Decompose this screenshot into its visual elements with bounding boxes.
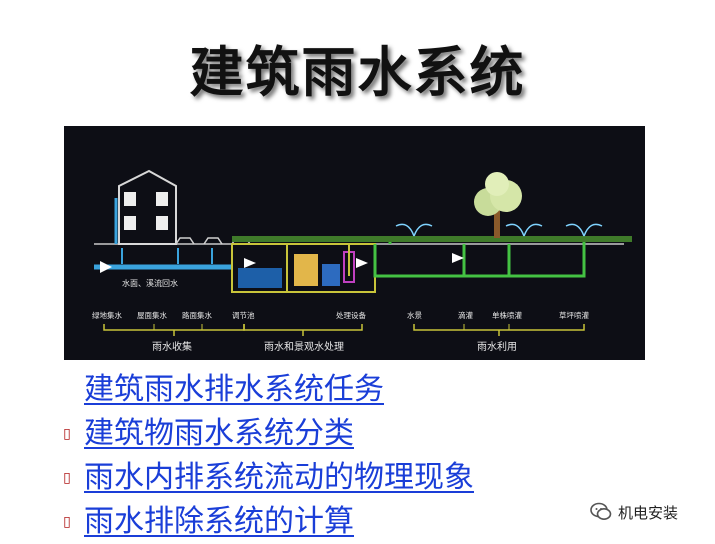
label-road: 路面集水 (182, 310, 212, 320)
link-physics[interactable]: 雨水内排系统流动的物理现象 (84, 460, 474, 495)
label-drip: 滴灌 (458, 310, 473, 320)
left-flow-text: 水面、溪流回水 (122, 278, 178, 288)
building-icon (118, 169, 177, 245)
flow-arrow-3 (356, 258, 368, 268)
distribution-pipe (373, 238, 586, 278)
list-item: ▯ 建筑物雨水系统分类 (60, 412, 700, 456)
label-single: 单株喷灌 (492, 310, 522, 320)
group-treat: 雨水和景观水处理 (264, 341, 344, 353)
label-lawn: 草坪喷灌 (559, 310, 589, 320)
diagram-canvas: 水面、溪流回水 (92, 169, 632, 353)
flow-arrow-1 (100, 261, 112, 273)
list-item: ▯ 雨水排除系统的计算 (60, 500, 700, 544)
label-green: 绿地集水 (92, 310, 122, 320)
settle-unit (322, 264, 340, 286)
filter-unit (294, 254, 318, 286)
grass-strip (232, 236, 632, 242)
diagram-labels: 绿地集水 屋面集水 路面集水 调节池 处理设备 水景 滴灌 单株喷灌 草坪喷灌 (92, 310, 589, 320)
list-item: ▯ 雨水内排系统流动的物理现象 (60, 456, 700, 500)
watermark-text: 机电安装 (618, 503, 679, 522)
label-waterscape: 水景 (407, 310, 422, 320)
slide-title: 建筑雨水系统 (189, 41, 526, 104)
link-classification[interactable]: 建筑物雨水系统分类 (84, 416, 354, 451)
flow-arrow-2 (244, 258, 256, 268)
wechat-icon (590, 502, 612, 520)
tank-water (238, 268, 282, 288)
link-calculation[interactable]: 雨水排除系统的计算 (84, 504, 354, 539)
label-roof: 屋面集水 (137, 310, 167, 320)
inlet-droplines (121, 248, 213, 264)
label-regulate: 调节池 (232, 310, 255, 320)
group-collect: 雨水收集 (152, 340, 192, 353)
bullet-icon: ▯ (63, 426, 71, 442)
bullet-icon: ▯ (63, 514, 71, 530)
topic-link-list: 建筑雨水排水系统任务 ▯ 建筑物雨水系统分类 ▯ 雨水内排系统流动的物理现象 ▯… (60, 368, 700, 544)
tree-icon (474, 172, 522, 238)
group-labels: 雨水收集 雨水和景观水处理 雨水利用 (152, 340, 517, 353)
rainwater-system-diagram: 水面、溪流回水 (64, 126, 645, 360)
group-use: 雨水利用 (477, 341, 517, 353)
link-tasks[interactable]: 建筑雨水排水系统任务 (84, 372, 384, 407)
bracket-ticks (153, 324, 510, 330)
list-item: 建筑雨水排水系统任务 (60, 368, 700, 412)
watermark: 机电安装 (590, 498, 678, 526)
brackets (103, 324, 585, 336)
flow-arrow-4 (452, 253, 464, 263)
label-treatment: 处理设备 (336, 310, 366, 320)
bullet-icon: ▯ (63, 470, 71, 486)
sprinkler-icons (395, 223, 603, 237)
